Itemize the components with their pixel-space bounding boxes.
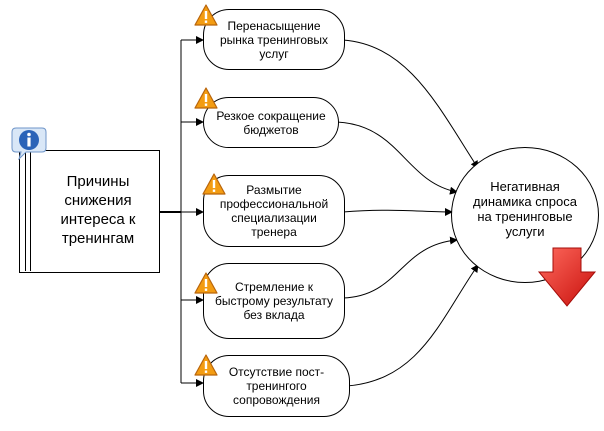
cause-label: Отсутствие пост-тренингого сопровождения [228,365,325,407]
warning-icon [193,271,219,295]
effect-label: Негативная динамика спроса на тренинговы… [473,179,577,239]
cause-label: Перенасыщение рынка тренинговых услуг [219,18,329,61]
cause-node: Перенасыщение рынка тренинговых услуг [203,9,345,70]
info-icon [10,124,48,161]
warning-icon [193,3,219,27]
cause-node: Размытие профессиональной специализации … [203,175,345,247]
warning-icon [193,353,219,377]
cause-node: Резкое сокращение бюджетов [203,97,339,148]
cause-label: Размытие профессиональной специализации … [219,183,329,239]
effect-curve [342,236,458,299]
cause-label: Стремление к быстрому результату без вкл… [215,280,333,322]
source-box: Причины снижения интереса к тренингам [19,150,160,273]
effect-curve [342,39,479,169]
source-label: Причины снижения интереса к тренингам [60,173,136,247]
cause-label: Резкое сокращение бюджетов [216,108,326,137]
effect-curve [336,121,458,195]
warning-icon [201,172,227,196]
cause-node: Отсутствие пост-тренингого сопровождения [203,355,350,417]
down-arrow-icon [537,246,597,308]
warning-icon [193,86,219,110]
cause-node: Стремление к быстрому результату без вкл… [203,263,345,339]
effect-curve [342,207,453,216]
effect-curve [346,264,479,387]
